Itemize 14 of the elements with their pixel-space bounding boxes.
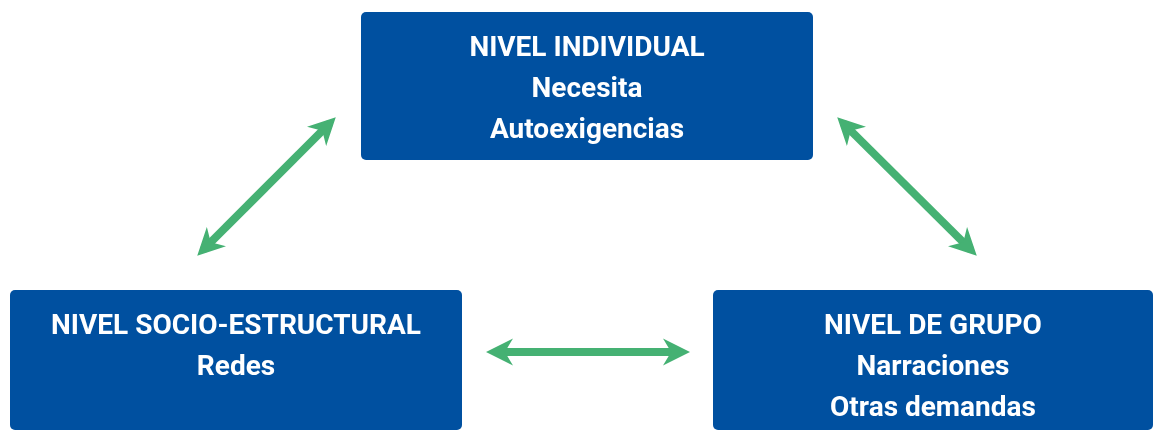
level-item: Otras demandas [829,389,1037,425]
double-arrow [837,117,977,256]
level-box [361,12,813,160]
level-item: Autoexigencias [488,111,686,147]
level-box [10,290,462,430]
level-item: Redes [195,348,277,384]
double-arrow [197,117,336,256]
level-heading: NIVEL INDIVIDUAL [468,29,706,65]
level-box [713,290,1153,430]
level-heading: NIVEL DE GRUPO [823,307,1043,343]
level-item: Necesita [530,70,644,106]
level-heading: NIVEL SOCIO-ESTRUCTURAL [50,307,422,343]
level-item: Narraciones [855,348,1011,384]
double-arrow [485,338,691,366]
